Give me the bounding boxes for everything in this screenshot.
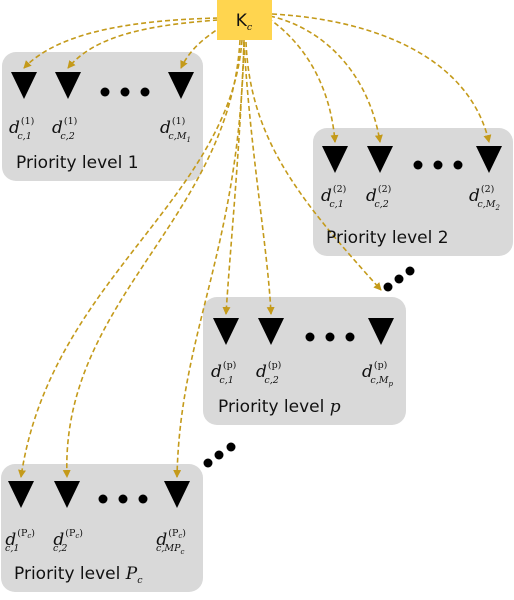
ellipsis-dot	[394, 274, 404, 284]
ellipsis-dot	[413, 160, 423, 170]
item-label: d(Pc)c,2	[53, 528, 83, 554]
ellipsis-dot	[100, 87, 110, 97]
group-box-p	[203, 297, 406, 425]
ellipsis-dot	[345, 332, 355, 342]
item-label: d(2)c,1	[321, 184, 346, 210]
ellipsis-dot	[140, 87, 150, 97]
source-label: Kc	[236, 11, 253, 33]
item-label: d(p)c,1	[211, 360, 236, 386]
destination-triangle	[164, 481, 190, 508]
group-box-1	[2, 52, 203, 181]
item-label: d(2)c,2	[366, 184, 391, 210]
ellipsis-dot	[405, 266, 415, 276]
group-1-items: d(1)c,1 d(1)c,2 d(1)c,M1 Priority level …	[9, 116, 191, 173]
dashed-arrow	[67, 19, 219, 69]
group-box-2	[313, 128, 513, 256]
ellipsis-dot	[203, 458, 213, 468]
dashed-arrow	[173, 39, 245, 478]
destination-triangle	[54, 481, 80, 508]
group-box-Pc	[1, 464, 203, 592]
item-label: d(p)c,2	[256, 360, 281, 386]
ellipsis-dot	[118, 494, 128, 504]
dashed-arrow	[271, 13, 492, 143]
dashed-arrow	[243, 41, 275, 315]
destination-triangle	[322, 146, 348, 173]
ellipsis-layer	[98, 87, 463, 504]
dashed-arrow	[23, 17, 219, 69]
ellipsis-dot	[138, 494, 148, 504]
destination-triangle	[368, 318, 394, 345]
item-label: d(2)c,M2	[469, 184, 500, 212]
item-label: d(Pc)c,1	[5, 528, 35, 554]
ellipsis-dot	[325, 332, 335, 342]
ellipsis-dot	[453, 160, 463, 170]
ellipsis-dot	[214, 450, 224, 460]
triangles-layer	[8, 72, 502, 508]
group-p-items: d(p)c,1 d(p)c,2 d(p)c,Mp Priority level …	[211, 360, 393, 417]
group-label: Priority level 1	[16, 153, 139, 173]
destination-triangle	[11, 72, 37, 99]
destination-triangle	[476, 146, 502, 173]
ellipsis-dot	[226, 442, 236, 452]
dashed-arrow	[18, 39, 243, 478]
group-label: Priority level p	[218, 397, 341, 417]
ellipsis-dot	[305, 332, 315, 342]
dashed-arrow	[62, 39, 241, 478]
destination-triangle	[258, 318, 284, 345]
group-label: Priority level Pc	[14, 564, 143, 586]
item-label: d(1)c,2	[52, 116, 77, 142]
dashed-arrow	[269, 15, 383, 143]
item-label: d(1)c,M1	[160, 116, 191, 144]
group-2-items: d(2)c,1 d(2)c,2 d(2)c,M2 Priority level …	[321, 184, 500, 248]
item-label: d(Pc)c,MPc	[156, 528, 186, 556]
arrows-layer	[18, 13, 492, 478]
ellipsis-dot	[433, 160, 443, 170]
destination-triangle	[213, 318, 239, 345]
destination-triangle	[8, 481, 34, 508]
source-sub: c	[247, 22, 253, 33]
group-label: Priority level 2	[326, 228, 449, 248]
source-main: K	[236, 11, 248, 31]
source-node	[217, 0, 272, 40]
dashed-arrow	[245, 41, 382, 291]
dashed-arrow	[267, 17, 339, 143]
destination-triangle	[55, 72, 81, 99]
ellipsis-dot	[383, 282, 393, 292]
item-label: d(p)c,Mp	[362, 360, 393, 388]
ellipsis-dot	[98, 494, 108, 504]
group-Pc-items: d(Pc)c,1 d(Pc)c,2 d(Pc)c,MPc Priority le…	[5, 528, 186, 586]
destination-triangle	[168, 72, 194, 99]
item-label: d(1)c,1	[9, 116, 34, 142]
ellipsis-dot	[120, 87, 130, 97]
destination-triangle	[367, 146, 393, 173]
